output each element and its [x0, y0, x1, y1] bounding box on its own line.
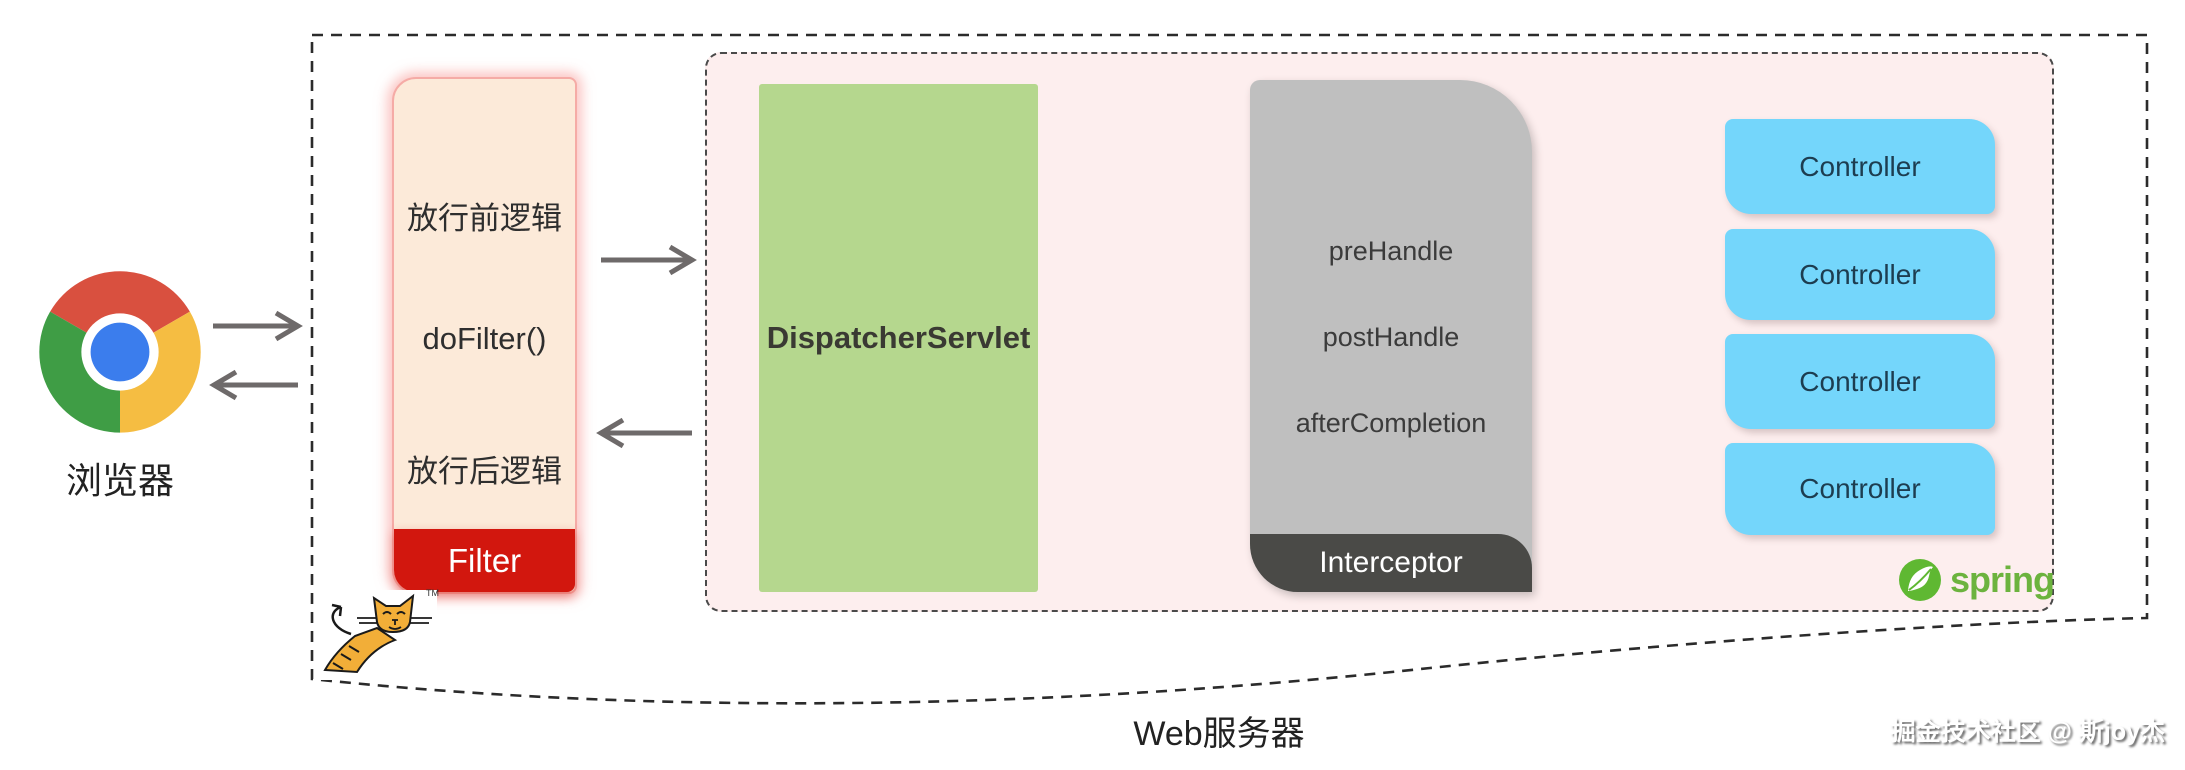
- dispatcher-servlet-box: DispatcherServlet: [759, 84, 1038, 592]
- dofilter-label: doFilter(): [422, 321, 547, 356]
- arrow-filter-to-dispatcher: [601, 244, 697, 276]
- interceptor-box: preHandle postHandle afterCompletion Int…: [1250, 80, 1532, 592]
- arrow-dispatcher-to-filter: [596, 417, 692, 449]
- aftercompletion-label: afterCompletion: [1295, 408, 1487, 438]
- filter-title: Filter: [394, 529, 575, 592]
- controller-box-4: Controller: [1725, 443, 1995, 535]
- interceptor-title: Interceptor: [1250, 534, 1532, 592]
- spring-leaf-icon: [1899, 559, 1941, 601]
- chrome-icon: [39, 271, 201, 433]
- web-server-label: Web服务器: [1133, 715, 1305, 753]
- arrow-filter-to-browser: [209, 369, 298, 401]
- prehandle-label: preHandle: [1328, 236, 1454, 266]
- arrow-browser-to-filter: [213, 310, 303, 342]
- filter-box: 放行前逻辑 doFilter() 放行后逻辑 Filter: [392, 77, 577, 594]
- controller-box-3: Controller: [1725, 334, 1995, 429]
- watermark-text: 掘金技术社区 @ 斯joy杰: [1890, 718, 2165, 746]
- filter-pre-logic-label: 放行前逻辑: [407, 201, 562, 236]
- tomcat-cat-icon: [323, 593, 432, 674]
- web-server-boundary: [310, 33, 2149, 705]
- posthandle-label: postHandle: [1322, 322, 1460, 352]
- browser-label: 浏览器: [65, 460, 174, 501]
- tomcat-tm-mark: TM: [426, 588, 439, 598]
- tomcat-logo: TM: [315, 588, 439, 680]
- filter-post-logic-label: 放行后逻辑: [407, 454, 562, 489]
- controller-box-1: Controller: [1725, 119, 1995, 214]
- controller-box-2: Controller: [1725, 229, 1995, 320]
- spring-logo: spring: [1898, 558, 2055, 602]
- spring-wordmark: spring: [1950, 559, 2055, 600]
